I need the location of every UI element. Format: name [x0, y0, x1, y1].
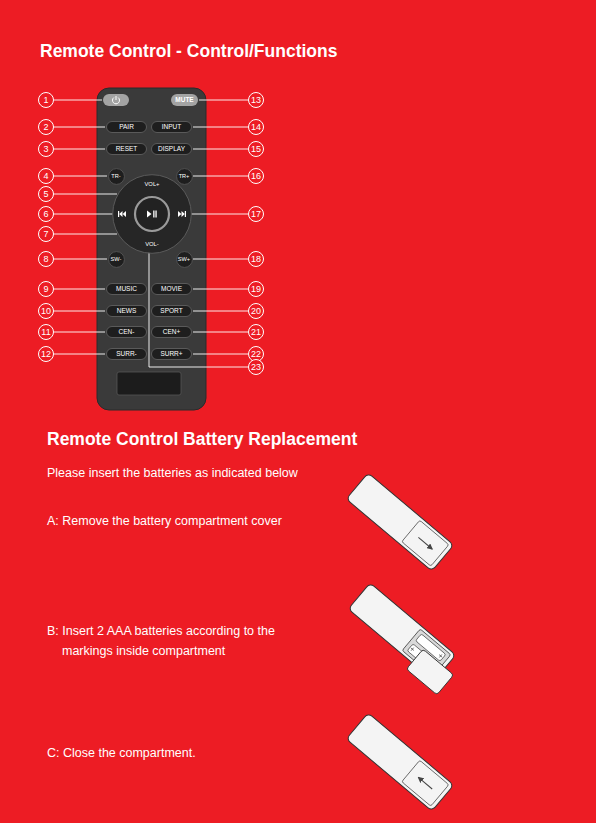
callout-number: 13: [246, 94, 266, 106]
play-icon: [147, 211, 152, 218]
remote-button: MOVIE: [151, 283, 192, 295]
button-label: MUSIC: [116, 285, 137, 293]
button-label: TR-: [111, 173, 120, 180]
remote-body: [97, 88, 206, 410]
remote-button: CEN-: [106, 326, 147, 338]
callout-circles: [39, 93, 264, 375]
ring-label: VOL+: [112, 180, 192, 188]
button-label: RESET: [116, 145, 138, 153]
next-icon: [185, 211, 186, 217]
leader-lines: [54, 100, 249, 367]
button-label: SPORT: [160, 307, 182, 315]
callout-number: 18: [246, 253, 266, 265]
instruction-text: Please insert the batteries as indicated…: [47, 463, 298, 483]
button-label: SW+: [178, 256, 190, 263]
step-a-figure: [346, 473, 454, 571]
callout-number: 5: [36, 188, 56, 200]
pause-icon: [155, 211, 156, 218]
round-button: TR-: [108, 168, 125, 185]
ir-window: [117, 372, 181, 395]
round-button-outline: [176, 251, 192, 267]
button-label: MOVIE: [161, 285, 182, 293]
callout-number: 1: [36, 94, 56, 106]
instruction-text: A: Remove the battery compartment cover: [47, 511, 282, 531]
callout-number: 16: [246, 170, 266, 182]
remote-button: SURR-: [106, 348, 147, 360]
callout-number: 8: [36, 253, 56, 265]
step-c-figure: [346, 713, 454, 811]
remote-button: RESET: [106, 143, 147, 155]
prev-icon: [118, 211, 119, 217]
button-label: TR+: [179, 173, 190, 180]
round-button: SW-: [108, 251, 125, 268]
button-label: SURR+: [160, 350, 182, 358]
battery-cover: [406, 649, 453, 695]
round-button: TR+: [176, 168, 193, 185]
remote-button: SPORT: [151, 305, 192, 317]
callout-number: 9: [36, 283, 56, 295]
callout-number: 21: [246, 326, 266, 338]
remote-button: CEN+: [151, 326, 192, 338]
callout-number: 15: [246, 143, 266, 155]
button-label: SW-: [111, 256, 122, 263]
pause-icon: [153, 211, 154, 218]
callout-number: 23: [246, 361, 266, 373]
remote-button: MUSIC: [106, 283, 147, 295]
button-label: INPUT: [162, 123, 182, 131]
callout-number: 2: [36, 121, 56, 133]
ring-label: VOL-: [112, 240, 192, 248]
section-heading: Remote Control Battery Replacement: [47, 425, 357, 453]
callout-number: 14: [246, 121, 266, 133]
callout-number: 22: [246, 348, 266, 360]
nav-ring: VOL+ VOL-: [112, 174, 192, 254]
button-label: PAIR: [119, 123, 134, 131]
remote-button: INPUT: [151, 121, 192, 133]
power-icon: [113, 96, 120, 104]
callout-number: 7: [36, 228, 56, 240]
callout-number: 4: [36, 170, 56, 182]
round-button-outline: [108, 251, 124, 267]
button-label: CEN+: [163, 328, 181, 336]
callout-number: 12: [36, 348, 56, 360]
button-label: DISPLAY: [158, 145, 185, 153]
callout-number: 17: [246, 208, 266, 220]
nav-ring-outline: [113, 175, 192, 254]
remote-button: DISPLAY: [151, 143, 192, 155]
button-label: NEWS: [117, 307, 137, 315]
play-button: [135, 197, 169, 231]
prev-icon: [119, 211, 126, 217]
callout-number: 10: [36, 305, 56, 317]
instruction-text: B: Insert 2 AAA batteries according to t…: [47, 621, 275, 661]
callout-number: 6: [36, 208, 56, 220]
callout-number: 3: [36, 143, 56, 155]
page-title: Remote Control - Control/Functions: [40, 41, 337, 62]
remote-button: MUTE: [171, 94, 198, 106]
round-button-outline: [176, 168, 192, 184]
button-label: SURR-: [116, 350, 137, 358]
remote-button: SURR+: [151, 348, 192, 360]
round-button-outline: [108, 168, 124, 184]
remote-button: NEWS: [106, 305, 147, 317]
round-button: SW+: [176, 251, 193, 268]
button-label: CEN-: [119, 328, 135, 336]
callout-number: 20: [246, 305, 266, 317]
power-button: [103, 94, 129, 106]
callout-number: 19: [246, 283, 266, 295]
instruction-text: C: Close the compartment.: [47, 743, 196, 763]
button-label: MUTE: [175, 96, 193, 104]
remote-button: PAIR: [106, 121, 147, 133]
next-icon: [178, 211, 185, 217]
callout-number: 11: [36, 326, 56, 338]
